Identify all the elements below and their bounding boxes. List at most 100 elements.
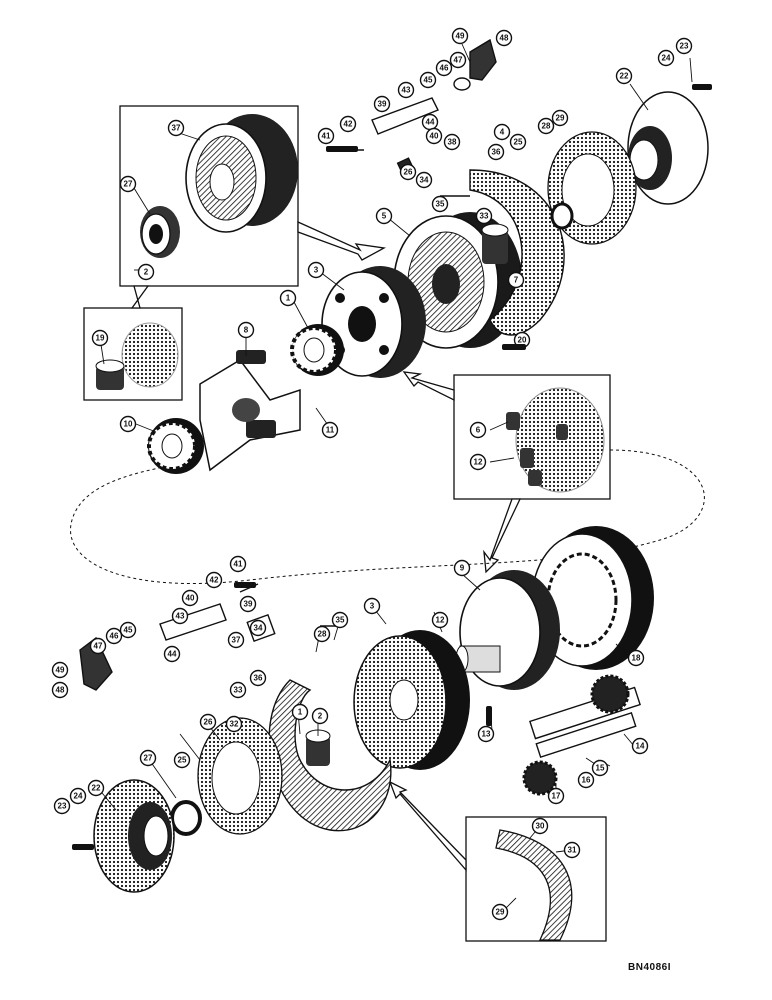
inset-pointers	[130, 220, 522, 872]
lower-callout-number: 27	[144, 754, 153, 763]
lower-callout-circle	[173, 751, 191, 769]
lower-callout: 14	[631, 737, 649, 755]
upper-callout-number: 24	[662, 54, 671, 63]
lower-callout-circle	[69, 787, 87, 805]
lower-callout-number: 37	[232, 636, 241, 645]
upper-callout-number: 42	[344, 120, 353, 129]
lower-callout-circle	[531, 817, 549, 835]
upper-callout: 6	[469, 421, 487, 439]
lower-callout-number: 26	[204, 718, 213, 727]
upper-callout-number: 2	[144, 268, 149, 277]
upper-callout-circle	[415, 171, 433, 189]
lower-callout-circle	[477, 725, 495, 743]
upper-callout: 12	[469, 453, 487, 471]
lower-callout-circle	[491, 903, 509, 921]
upper-callout: 29	[551, 109, 569, 127]
upper-callout: 44	[421, 113, 439, 131]
lower-callout-number: 22	[92, 784, 101, 793]
upper-callout-number: 4	[500, 128, 505, 137]
lower-callout-number: 33	[234, 686, 243, 695]
lower-callout-circle	[431, 611, 449, 629]
lower-hub-22	[93, 779, 175, 893]
lower-callout-circle	[229, 681, 247, 699]
lower-callout-number: 25	[178, 756, 187, 765]
lower-callout-number: 30	[536, 822, 545, 831]
lower-callout: 37	[227, 631, 245, 649]
lower-callout: 9	[453, 559, 471, 577]
lower-callout-circle	[225, 715, 243, 733]
upper-hub-22	[627, 91, 709, 205]
lower-callout-number: 16	[582, 776, 591, 785]
lower-callout-circle	[171, 607, 189, 625]
lower-callout: 48	[51, 681, 69, 699]
upper-callout-number: 48	[500, 34, 509, 43]
upper-callout-circle	[675, 37, 693, 55]
bolt-markers	[72, 84, 712, 850]
upper-callout-circle	[509, 133, 527, 151]
lower-callout-circle	[631, 737, 649, 755]
upper-callout-number: 35	[436, 200, 445, 209]
lower-callout-circle	[51, 661, 69, 679]
planet-inset	[506, 387, 605, 493]
upper-callout-number: 37	[172, 124, 181, 133]
upper-callout: 5	[375, 207, 393, 225]
upper-callout-number: 3	[314, 266, 319, 275]
lower-callout: 39	[239, 595, 257, 613]
lower-callout-number: 49	[56, 666, 65, 675]
lower-callout: 29	[491, 903, 509, 921]
lower-callout-circle	[363, 597, 381, 615]
lower-callout-circle	[51, 681, 69, 699]
spline-hub-inset	[140, 206, 180, 258]
lower-callout-number: 23	[58, 802, 67, 811]
lower-callout-circle	[249, 669, 267, 687]
lower-callout-circle	[105, 627, 123, 645]
upper-callout-number: 49	[456, 32, 465, 41]
lower-callout-number: 1	[298, 708, 303, 717]
lower-callout-number: 17	[552, 792, 561, 801]
lower-callout: 26	[199, 713, 217, 731]
lower-callout-circle	[87, 779, 105, 797]
lower-callout-circle	[627, 649, 645, 667]
lower-callout-number: 36	[254, 674, 263, 683]
bearing-inset	[95, 322, 179, 390]
lower-callout-number: 29	[496, 908, 505, 917]
lower-callout: 25	[173, 751, 191, 769]
upper-callout: 3	[307, 261, 325, 279]
upper-callout-circle	[431, 195, 449, 213]
upper-callout-number: 38	[448, 138, 457, 147]
lower-callout-circle	[313, 625, 331, 643]
lower-callout-number: 39	[244, 600, 253, 609]
lower-callout-circle	[229, 555, 247, 573]
gear-19-left	[147, 418, 204, 474]
upper-callout-number: 25	[514, 138, 523, 147]
upper-callout-circle	[137, 263, 155, 281]
lower-callout-circle	[453, 559, 471, 577]
upper-callout-number: 44	[426, 118, 435, 127]
lower-callout-number: 44	[168, 650, 177, 659]
lower-callout-number: 24	[74, 792, 83, 801]
upper-callout-number: 27	[124, 180, 133, 189]
upper-callout-number: 6	[476, 426, 481, 435]
lower-callout-circle	[249, 619, 267, 637]
upper-callout-circle	[551, 109, 569, 127]
upper-callout: 8	[237, 321, 255, 339]
upper-callout: 41	[317, 127, 335, 145]
upper-callout-circle	[119, 175, 137, 193]
upper-callout-number: 5	[382, 212, 387, 221]
upper-callout-number: 8	[244, 326, 249, 335]
upper-callout-circle	[475, 207, 493, 225]
lower-callout-number: 12	[436, 616, 445, 625]
lower-callout-circle	[139, 749, 157, 767]
upper-callout-circle	[419, 71, 437, 89]
upper-callout-number: 40	[430, 132, 439, 141]
lower-callout-number: 46	[110, 632, 119, 641]
upper-callout-number: 43	[402, 86, 411, 95]
lower-callout: 40	[181, 589, 199, 607]
upper-callout-circle	[495, 29, 513, 47]
upper-callout: 42	[339, 115, 357, 133]
upper-callout-circle	[375, 207, 393, 225]
lower-callout: 13	[477, 725, 495, 743]
upper-callout: 36	[487, 143, 505, 161]
